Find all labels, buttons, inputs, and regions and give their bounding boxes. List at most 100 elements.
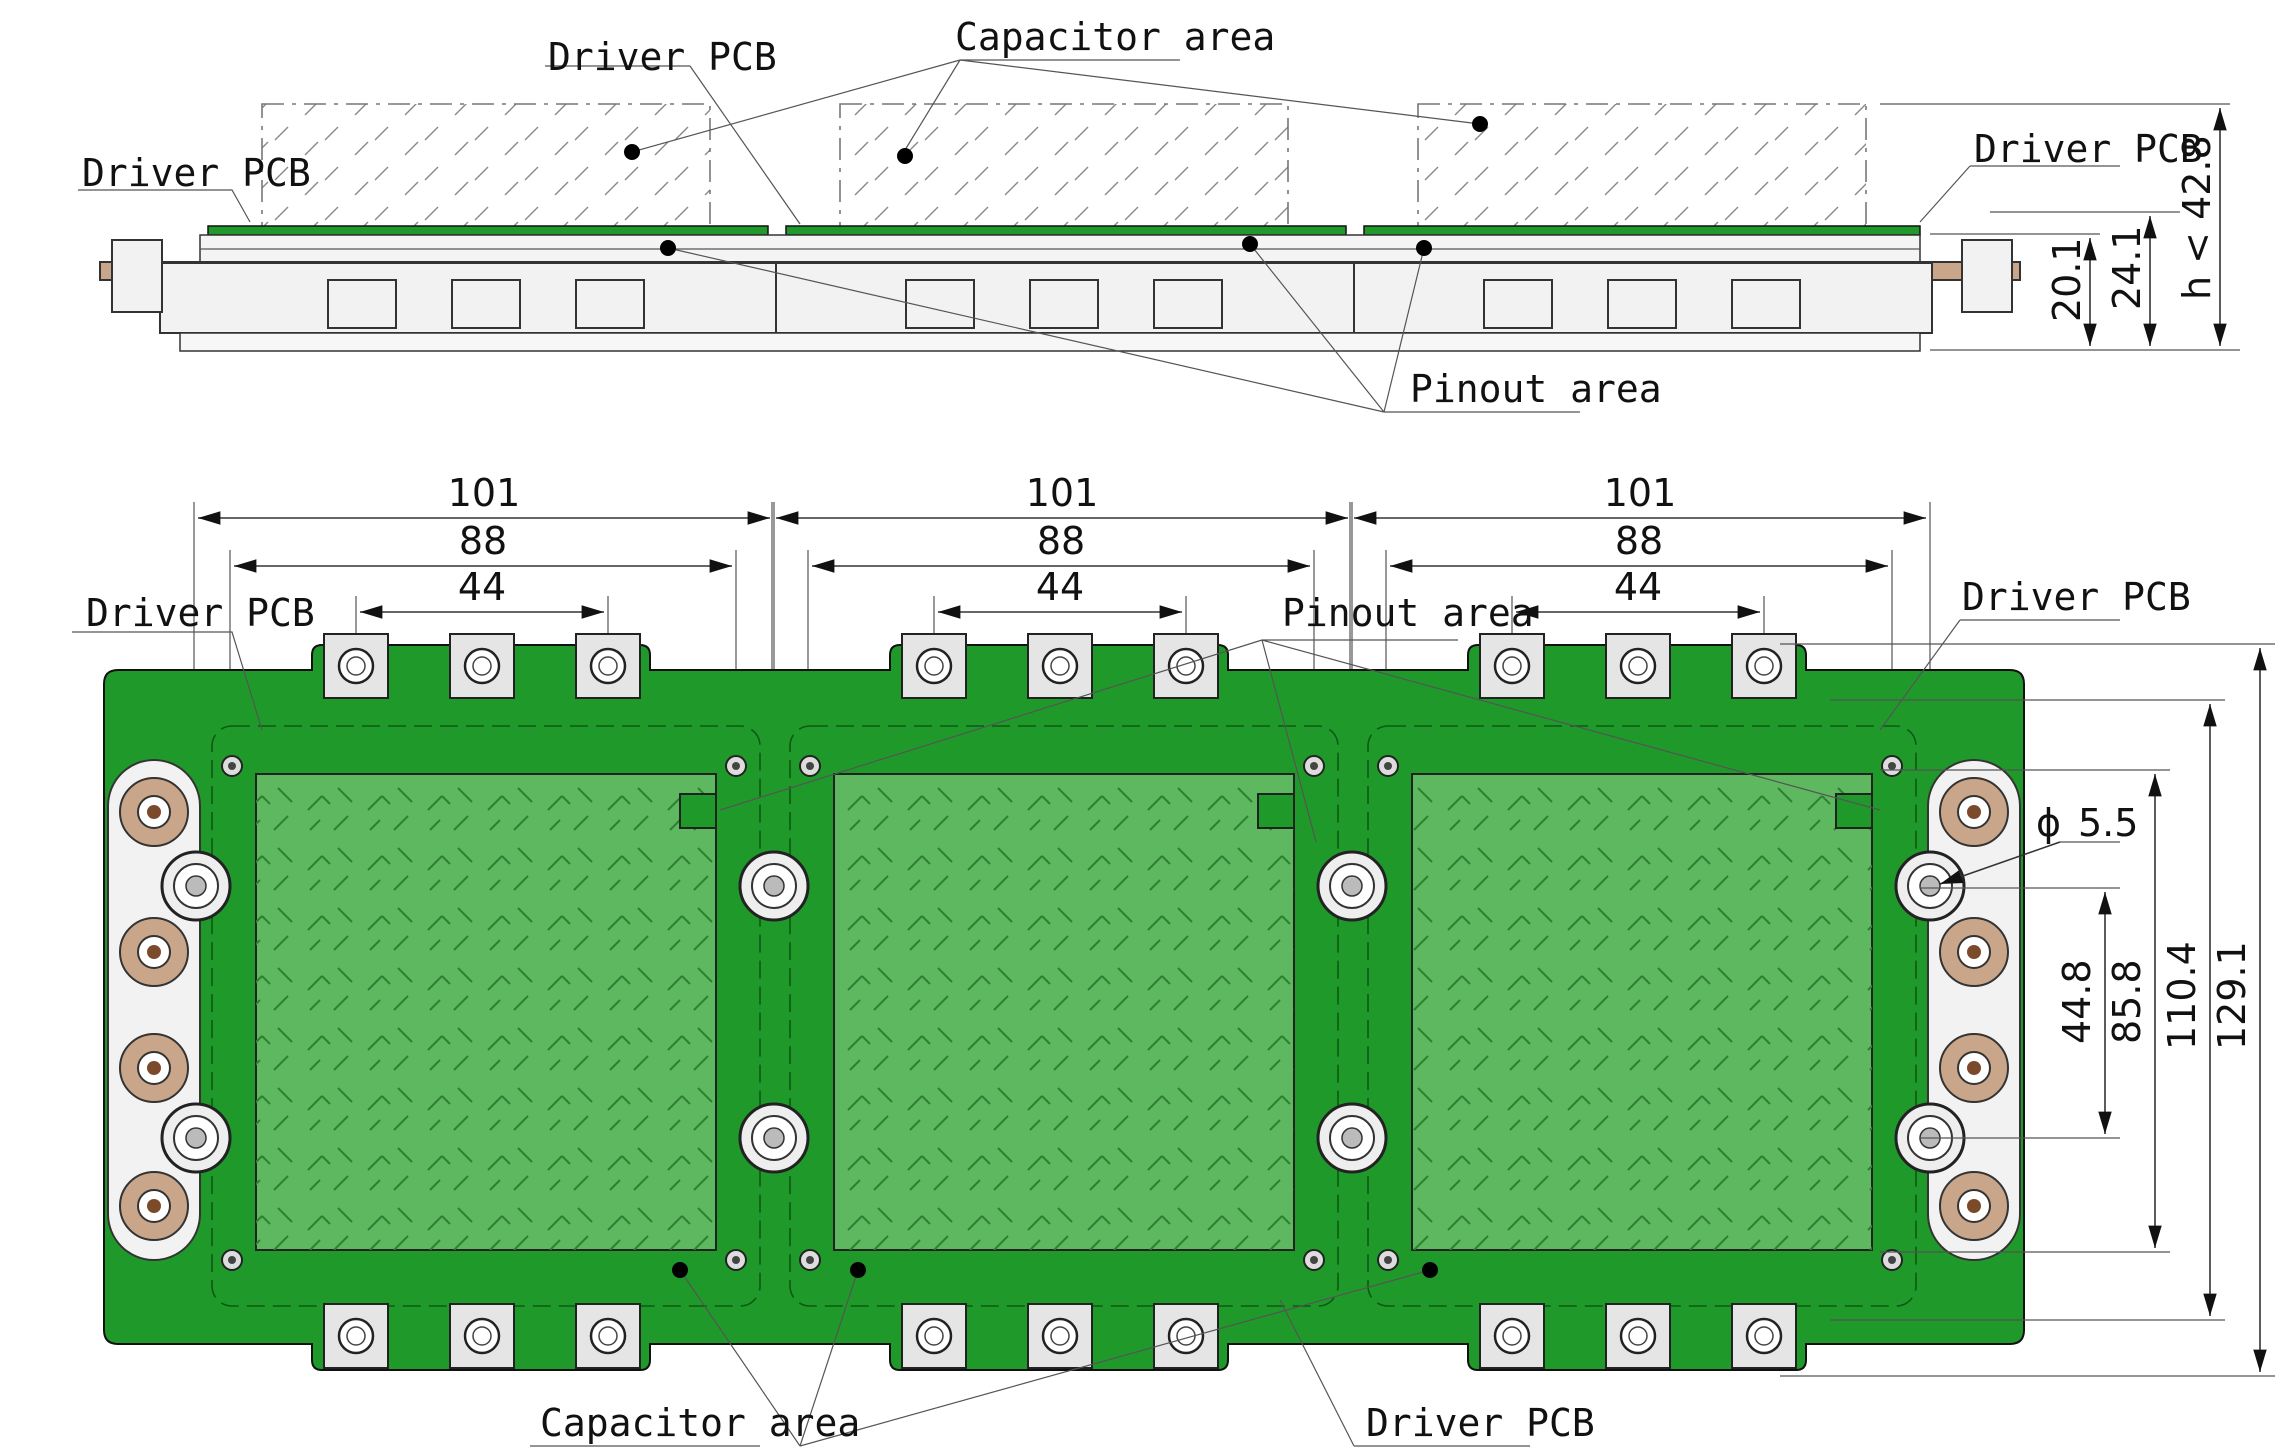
terminal-hole	[915, 1317, 953, 1355]
side-modules	[111, 239, 2013, 352]
terminal-hole	[1745, 647, 1783, 685]
terminal-hole-inner	[1050, 1326, 1070, 1346]
dim-44-8: 44.8	[2055, 959, 2099, 1044]
terminal-hole	[1493, 647, 1531, 685]
power-terminal	[1731, 633, 1797, 699]
terminal-hole	[337, 647, 375, 685]
label-driver-pcb-side-right: Driver PCB	[1974, 127, 2203, 171]
module-2	[789, 633, 1339, 1369]
terminal-hole	[1167, 647, 1205, 685]
dim-24-1: 24.1	[2105, 225, 2149, 310]
label-driver-pcb-side-left: Driver PCB	[82, 151, 311, 195]
corner-screw-center	[228, 762, 236, 770]
mounting-hole-center	[1919, 875, 1941, 897]
capacitor-hatch	[256, 774, 716, 1250]
side-bushing-center	[147, 805, 161, 819]
side-bushing-center	[1967, 1061, 1981, 1075]
side-dimension-lines	[1880, 103, 2240, 351]
side-bushing-center	[147, 1199, 161, 1213]
terminal-hole	[1745, 1317, 1783, 1355]
side-capacitor-boxes	[261, 103, 1867, 231]
side-bushing-center	[147, 1061, 161, 1075]
terminal-hole-inner	[1502, 656, 1522, 676]
corner-screw-center	[1310, 762, 1318, 770]
mounting-hole-center	[763, 875, 785, 897]
right-dimension-lines	[1780, 643, 2275, 1377]
terminal-hole-inner	[598, 1326, 618, 1346]
label-driver-pcb-top-right: Driver PCB	[1962, 575, 2191, 619]
terminal-hole	[1619, 1317, 1657, 1355]
label-driver-pcb-top-bottom: Driver PCB	[1366, 1401, 1595, 1445]
terminal-hole	[589, 1317, 627, 1355]
terminal-hole-inner	[346, 656, 366, 676]
dim-label-1-1: 101	[448, 471, 521, 515]
module-3	[1367, 633, 1917, 1369]
dim-20-1: 20.1	[2045, 237, 2089, 322]
terminal-hole-inner	[1050, 656, 1070, 676]
corner-screw-center	[732, 1256, 740, 1264]
dim-label-2-3: 44	[1036, 565, 1084, 609]
dim-label-2-1: 101	[1026, 471, 1099, 515]
terminal-hole-inner	[472, 656, 492, 676]
terminal-hole	[1619, 647, 1657, 685]
mounting-hole-center	[1341, 1127, 1363, 1149]
terminal-hole	[1493, 1317, 1531, 1355]
side-bushing-center	[147, 945, 161, 959]
dim-label-1-3: 44	[458, 565, 506, 609]
dim-129-1: 129.1	[2210, 941, 2254, 1050]
side-bushing-center	[1967, 945, 1981, 959]
dim-label-1-2: 88	[459, 519, 507, 563]
corner-screw-center	[732, 762, 740, 770]
dim-h-max: h < 42.8	[2175, 135, 2219, 300]
corner-screw-center	[806, 762, 814, 770]
terminal-hole-inner	[472, 1326, 492, 1346]
terminal-hole-inner	[1176, 656, 1196, 676]
side-bushing-center	[1967, 1199, 1981, 1213]
terminal-hole	[337, 1317, 375, 1355]
terminal-hole	[463, 647, 501, 685]
hole-diameter-value: 5.5	[2078, 801, 2138, 845]
diameter-symbol: ϕ	[2036, 801, 2061, 845]
side-bushing-center	[1967, 805, 1981, 819]
corner-screw-center	[1888, 762, 1896, 770]
mounting-hole-center	[1341, 875, 1363, 897]
pinout-notch	[679, 793, 717, 829]
terminal-hole	[589, 647, 627, 685]
power-terminal	[901, 1303, 967, 1369]
terminal-hole-inner	[1628, 656, 1648, 676]
dim-110-4: 110.4	[2160, 941, 2204, 1050]
pinout-notch	[1257, 793, 1295, 829]
capacitor-hatch	[834, 774, 1294, 1250]
side-driver-pcbs	[207, 225, 1921, 236]
side-pinout-row	[199, 234, 1921, 264]
terminal-hole-inner	[346, 1326, 366, 1346]
corner-screw-center	[1384, 1256, 1392, 1264]
capacitor-hatch	[1412, 774, 1872, 1250]
terminal-hole	[463, 1317, 501, 1355]
top-leaders	[72, 619, 2120, 1447]
label-driver-pcb-side-center: Driver PCB	[548, 35, 777, 79]
dim-label-2-2: 88	[1037, 519, 1085, 563]
corner-screw-center	[806, 1256, 814, 1264]
dim-label-3-2: 88	[1615, 519, 1663, 563]
terminal-hole-inner	[1628, 1326, 1648, 1346]
power-terminal	[1479, 1303, 1545, 1369]
terminal-hole	[1041, 647, 1079, 685]
corner-screw-center	[1384, 762, 1392, 770]
modules-top	[160, 633, 1966, 1369]
module-1	[211, 633, 761, 1369]
terminal-hole-inner	[1502, 1326, 1522, 1346]
mounting-hole-center	[763, 1127, 785, 1149]
corner-screw-center	[228, 1256, 236, 1264]
dim-label-3-1: 101	[1604, 471, 1677, 515]
mounting-hole-center	[185, 875, 207, 897]
terminal-hole	[1041, 1317, 1079, 1355]
terminal-hole	[915, 647, 953, 685]
label-driver-pcb-top-left: Driver PCB	[86, 591, 315, 635]
terminal-hole-inner	[598, 656, 618, 676]
dim-label-3-3: 44	[1614, 565, 1662, 609]
terminal-hole-inner	[1754, 656, 1774, 676]
